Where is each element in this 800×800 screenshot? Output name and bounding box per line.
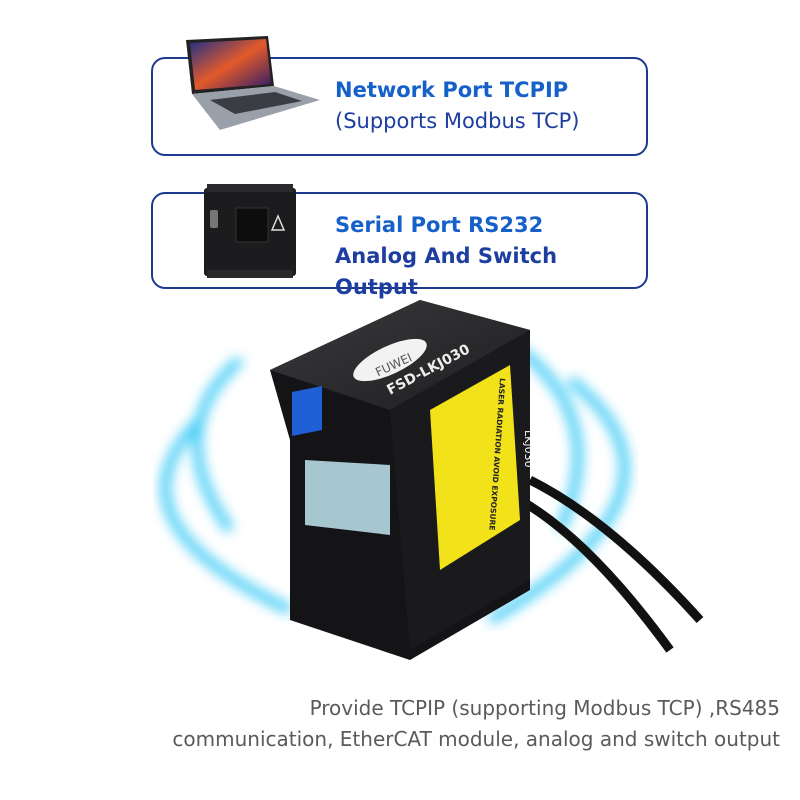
card-subtitle: Analog And Switch Output — [335, 244, 558, 299]
cable — [517, 475, 704, 653]
card-text: Serial Port RS232 Analog And Switch Outp… — [335, 210, 646, 303]
card-title: Network Port TCPIP — [335, 78, 569, 102]
signal-wave-left — [160, 356, 293, 615]
warning-label-sticker — [430, 365, 520, 570]
card-title: Serial Port RS232 — [335, 213, 544, 237]
laser-sensor-image: LASER RADIATION AVOID EXPOSURE FUWEI FSD… — [160, 300, 704, 660]
footer-line: communication, EtherCAT module, analog a… — [172, 727, 780, 751]
laptop-icon — [186, 36, 320, 130]
card-text: Network Port TCPIP (Supports Modbus TCP) — [335, 75, 580, 137]
card-subtitle: (Supports Modbus TCP) — [335, 109, 580, 133]
side-label: LKJ030 — [522, 430, 535, 468]
plc-controller-icon — [204, 184, 296, 278]
footer-description: Provide TCPIP (supporting Modbus TCP) ,R… — [172, 693, 780, 755]
footer-line: Provide TCPIP (supporting Modbus TCP) ,R… — [309, 696, 780, 720]
